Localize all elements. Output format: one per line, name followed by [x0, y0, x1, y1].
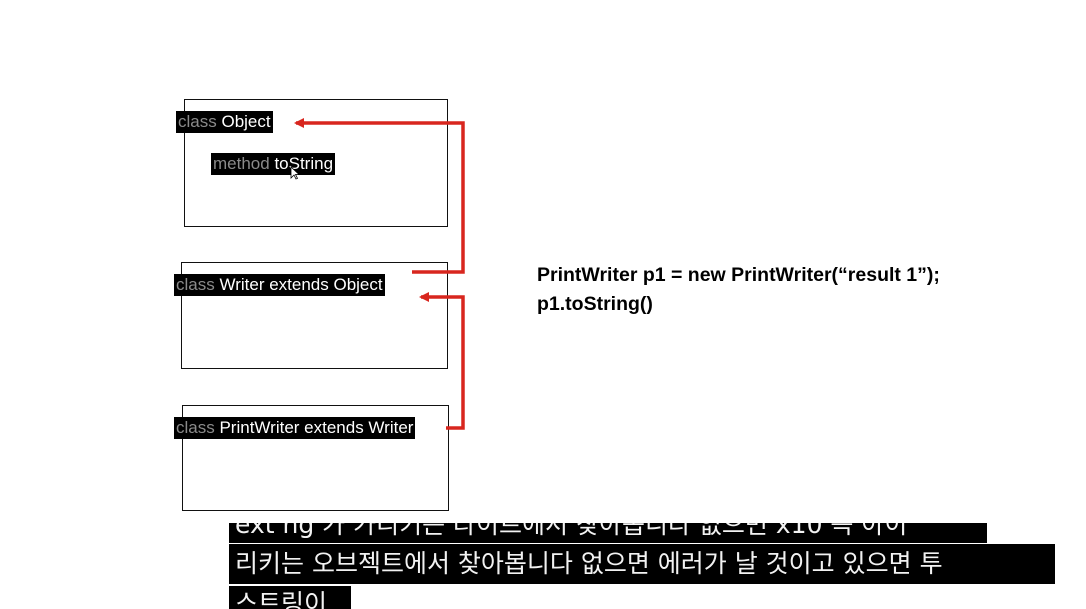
tostring-method-label: method toString: [211, 153, 336, 175]
mouse-cursor-icon: [290, 166, 300, 180]
writer-class-label: class Writer extends Object: [174, 274, 385, 296]
writer-to-object-arrow: [294, 118, 465, 274]
object-class-label: class Object: [176, 111, 273, 133]
method-name: toString: [274, 154, 334, 173]
subtitle-line-main: 리키는 오브젝트에서 찾아봅니다 없으면 에러가 날 것이고 있으면 투: [229, 544, 1055, 584]
class-keyword: class: [178, 112, 217, 131]
class-name: PrintWriter extends Writer: [219, 418, 414, 437]
printwriter-to-writer-arrow: [419, 292, 465, 430]
printwriter-class-label: class PrintWriter extends Writer: [174, 417, 416, 439]
class-keyword: class: [176, 275, 215, 294]
code-line-2: p1.toString(): [537, 293, 653, 315]
class-name: Writer extends Object: [219, 275, 383, 294]
class-name: Object: [221, 112, 271, 131]
method-keyword: method: [213, 154, 270, 173]
subtitle-text-bottom: 스트링이: [235, 589, 328, 609]
code-line-1: PrintWriter p1 = new PrintWriter(“result…: [537, 264, 940, 286]
subtitle-text-top: ext ng 가 가리키는 라이트에서 찾아봅니다 없으면 x10 즉 아이: [235, 523, 908, 539]
class-keyword: class: [176, 418, 215, 437]
subtitle-line-top: ext ng 가 가리키는 라이트에서 찾아봅니다 없으면 x10 즉 아이: [229, 523, 987, 543]
subtitle-text-main: 리키는 오브젝트에서 찾아봅니다 없으면 에러가 날 것이고 있으면 투: [235, 549, 943, 578]
subtitle-line-bottom: 스트링이: [229, 586, 351, 609]
